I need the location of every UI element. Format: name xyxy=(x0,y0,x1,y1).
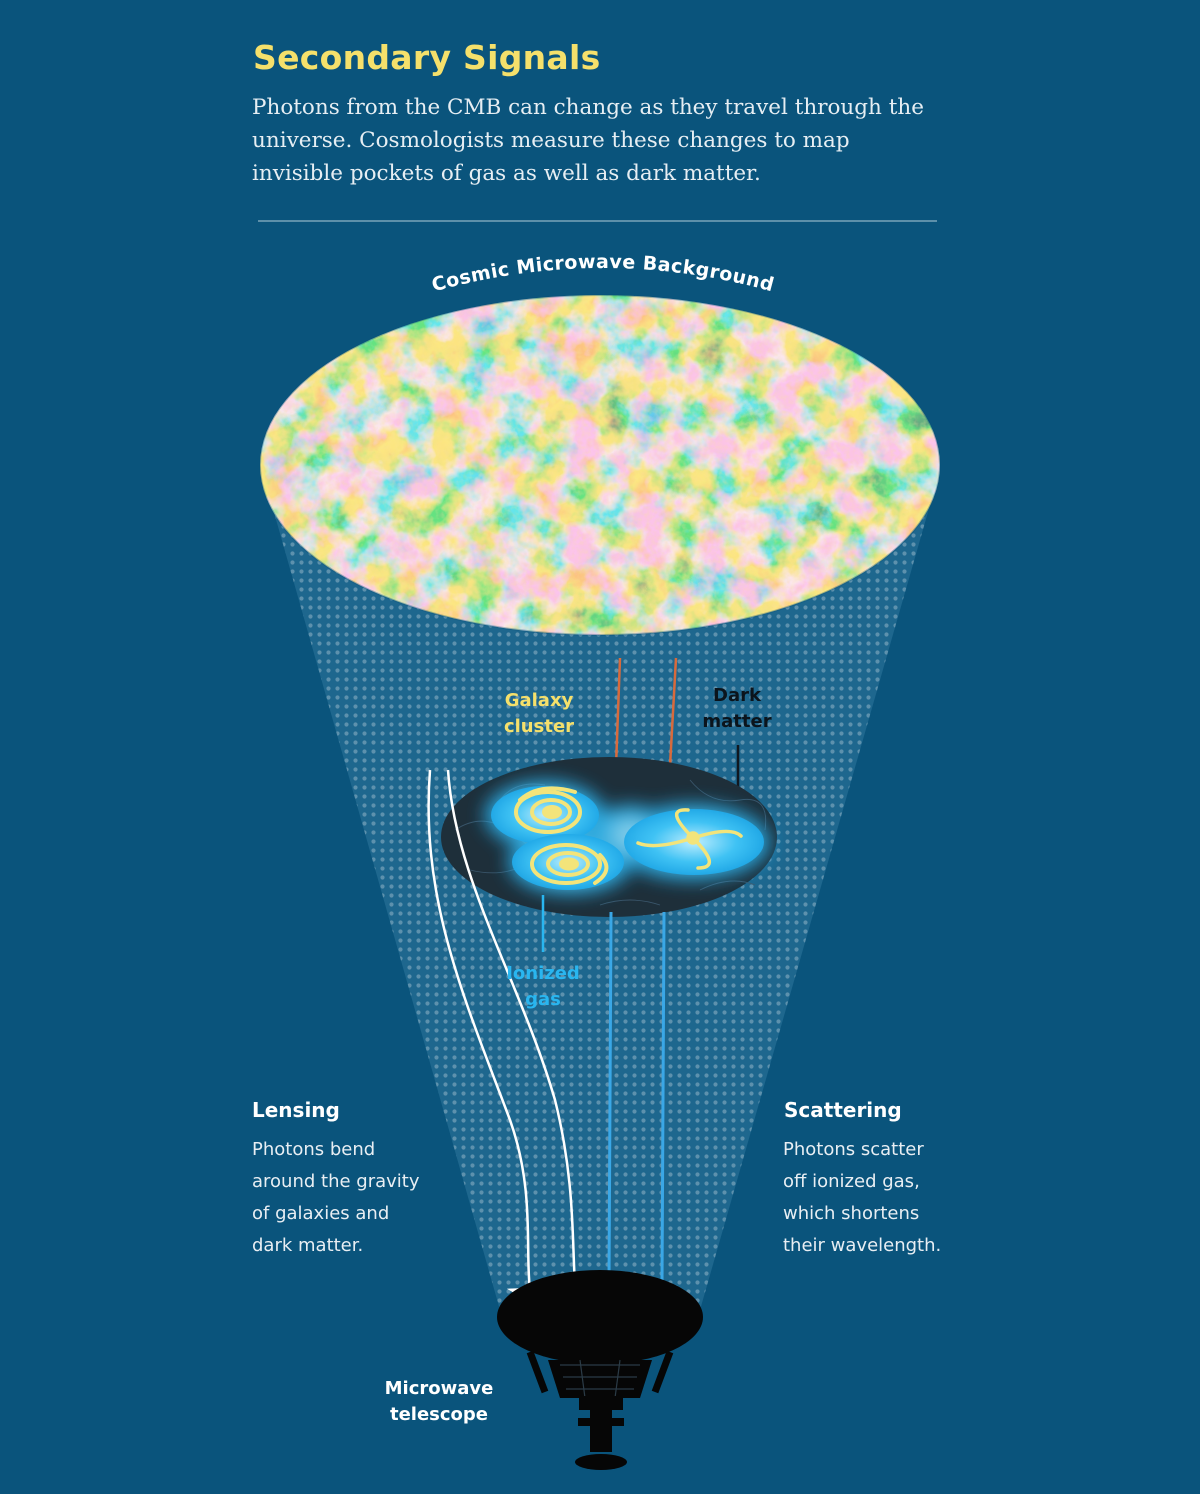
ionized-gas-label: Ionized gas xyxy=(506,963,580,1010)
page-title: Secondary Signals xyxy=(253,38,601,77)
dark-matter-label: Dark matter xyxy=(702,685,772,732)
scattering-heading: Scattering xyxy=(784,1098,902,1122)
cmb-map xyxy=(260,295,940,635)
lensing-heading: Lensing xyxy=(252,1098,340,1122)
intro-line: universe. Cosmologists measure these cha… xyxy=(252,128,850,153)
scattering-description: Photons scatter off ionized gas, which s… xyxy=(783,1139,942,1256)
spiral-galaxy xyxy=(636,808,743,870)
spiral-galaxy xyxy=(530,843,609,885)
telescope-dish xyxy=(497,1270,703,1364)
telescope-label: Microwave telescope xyxy=(384,1378,494,1425)
galaxy-cluster xyxy=(441,757,777,917)
lensing-description: Photons bend around the gravity of galax… xyxy=(252,1139,420,1256)
intro-text: Photons from the CMB can change as they … xyxy=(252,91,952,190)
spiral-galaxy xyxy=(514,786,582,834)
cmb-label: Cosmic Microwave Background xyxy=(429,251,776,296)
intro-line: invisible pockets of gas as well as dark… xyxy=(252,161,761,186)
intro-line: Photons from the CMB can change as they … xyxy=(252,95,924,120)
telescope xyxy=(497,1270,703,1470)
galaxy-cluster-label: Galaxy cluster xyxy=(503,690,575,737)
